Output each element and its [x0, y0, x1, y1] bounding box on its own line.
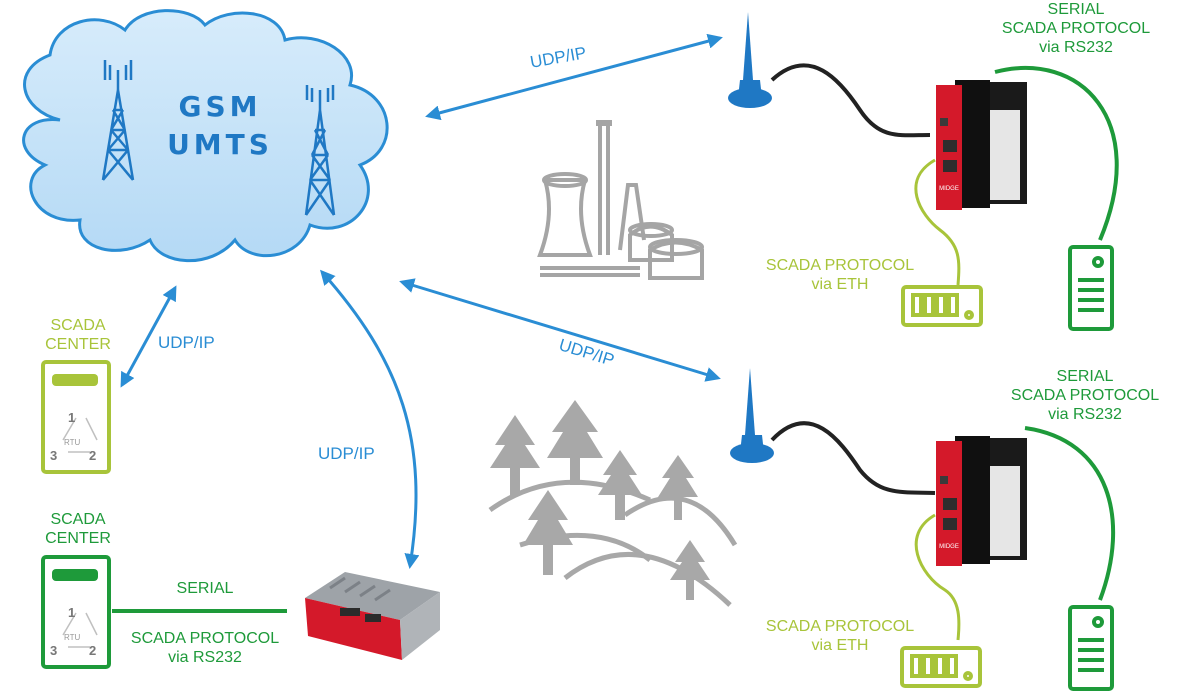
- midge-router-bottom: MIDGE: [936, 436, 1027, 566]
- antenna-bottom-icon: [730, 368, 936, 495]
- scada-center-upper-line2: CENTER: [45, 336, 111, 354]
- eth-label-bottom-2: via ETH: [811, 637, 869, 655]
- scada-center-lower-icon: [41, 555, 111, 669]
- serial-label-top-1: SERIAL: [1047, 1, 1105, 18]
- rtu-upper-n1: 1: [68, 410, 76, 425]
- power-plant-icon: [537, 120, 704, 280]
- eth-label-bottom-1: SCADA PROTOCOL: [765, 618, 915, 635]
- cloud-label-gsm: GSM: [178, 90, 262, 123]
- scada-center-upper-icon: [41, 360, 111, 474]
- eth-label-bottom: SCADA PROTOCOL via ETH: [745, 617, 935, 655]
- rtu-lower-label: RTU: [64, 633, 81, 642]
- eth-label-top-1: SCADA PROTOCOL: [765, 257, 915, 274]
- antenna-top-icon: [728, 12, 931, 138]
- scada-center-lower-label: SCADA CENTER: [28, 510, 128, 548]
- udp-arrow-middle: [399, 278, 721, 382]
- udp-label-router: UDP/IP: [318, 444, 375, 463]
- scada-center-lower-line1: SCADA: [50, 511, 106, 528]
- server-icon-top: [1068, 245, 1114, 331]
- router-device-lower: [305, 572, 440, 660]
- rtu-upper-n2: 2: [89, 448, 97, 463]
- lower-protocol-line2: via RS232: [168, 649, 242, 667]
- lower-serial-label: SERIAL: [176, 580, 234, 597]
- midge-router-top: MIDGE: [936, 80, 1027, 210]
- rtu-lower-n3: 3: [50, 643, 58, 658]
- serial-cable-top: [994, 66, 1119, 241]
- rtu-device-bottom: [900, 646, 982, 688]
- cell-tower-right-icon: [304, 85, 336, 216]
- rtu-upper-n3: 3: [50, 448, 58, 463]
- router-brand: MIDGE: [939, 186, 959, 192]
- serial-label-top-3: via RS232: [1039, 39, 1113, 57]
- cloud-label-umts: UMTS: [167, 127, 273, 161]
- udp-arrow-router: [320, 269, 420, 569]
- forest-landscape-icon: [488, 400, 738, 607]
- cell-tower-left-icon: [101, 60, 135, 181]
- serial-label-bottom-2: SCADA PROTOCOL: [1010, 387, 1160, 405]
- cloud-label: GSM UMTS: [150, 88, 290, 164]
- serial-label-top-2: SCADA PROTOCOL: [1001, 20, 1151, 38]
- rtu-upper-label: RTU: [64, 438, 81, 447]
- eth-cable-top: [914, 158, 961, 286]
- rtu-lower-n2: 2: [89, 643, 97, 658]
- udp-label-left: UDP/IP: [158, 333, 215, 352]
- router-brand: MIDGE: [939, 544, 959, 550]
- lower-protocol-line1: SCADA PROTOCOL: [130, 630, 280, 647]
- scada-center-upper-line1: SCADA: [50, 317, 106, 334]
- lower-protocol-label: SCADA PROTOCOL via RS232: [105, 629, 305, 667]
- serial-label-bottom: SERIAL SCADA PROTOCOL via RS232: [985, 367, 1177, 425]
- scada-center-upper-label: SCADA CENTER: [28, 316, 128, 354]
- eth-cable-bottom: [914, 513, 961, 641]
- scada-center-lower-line2: CENTER: [45, 530, 111, 548]
- rtu-device-top: [901, 285, 983, 327]
- eth-label-top: SCADA PROTOCOL via ETH: [745, 256, 935, 294]
- udp-arrow-top: [425, 33, 723, 121]
- server-icon-bottom: [1068, 605, 1114, 691]
- serial-label-bottom-1: SERIAL: [1056, 368, 1114, 385]
- udp-arrow-left: [120, 285, 177, 388]
- serial-cable-bottom: [1024, 426, 1116, 601]
- eth-label-top-2: via ETH: [811, 276, 869, 294]
- rtu-lower-n1: 1: [68, 605, 76, 620]
- serial-label-bottom-3: via RS232: [1048, 406, 1122, 424]
- serial-label-top: SERIAL SCADA PROTOCOL via RS232: [976, 0, 1176, 58]
- gsm-umts-cloud: [22, 9, 389, 263]
